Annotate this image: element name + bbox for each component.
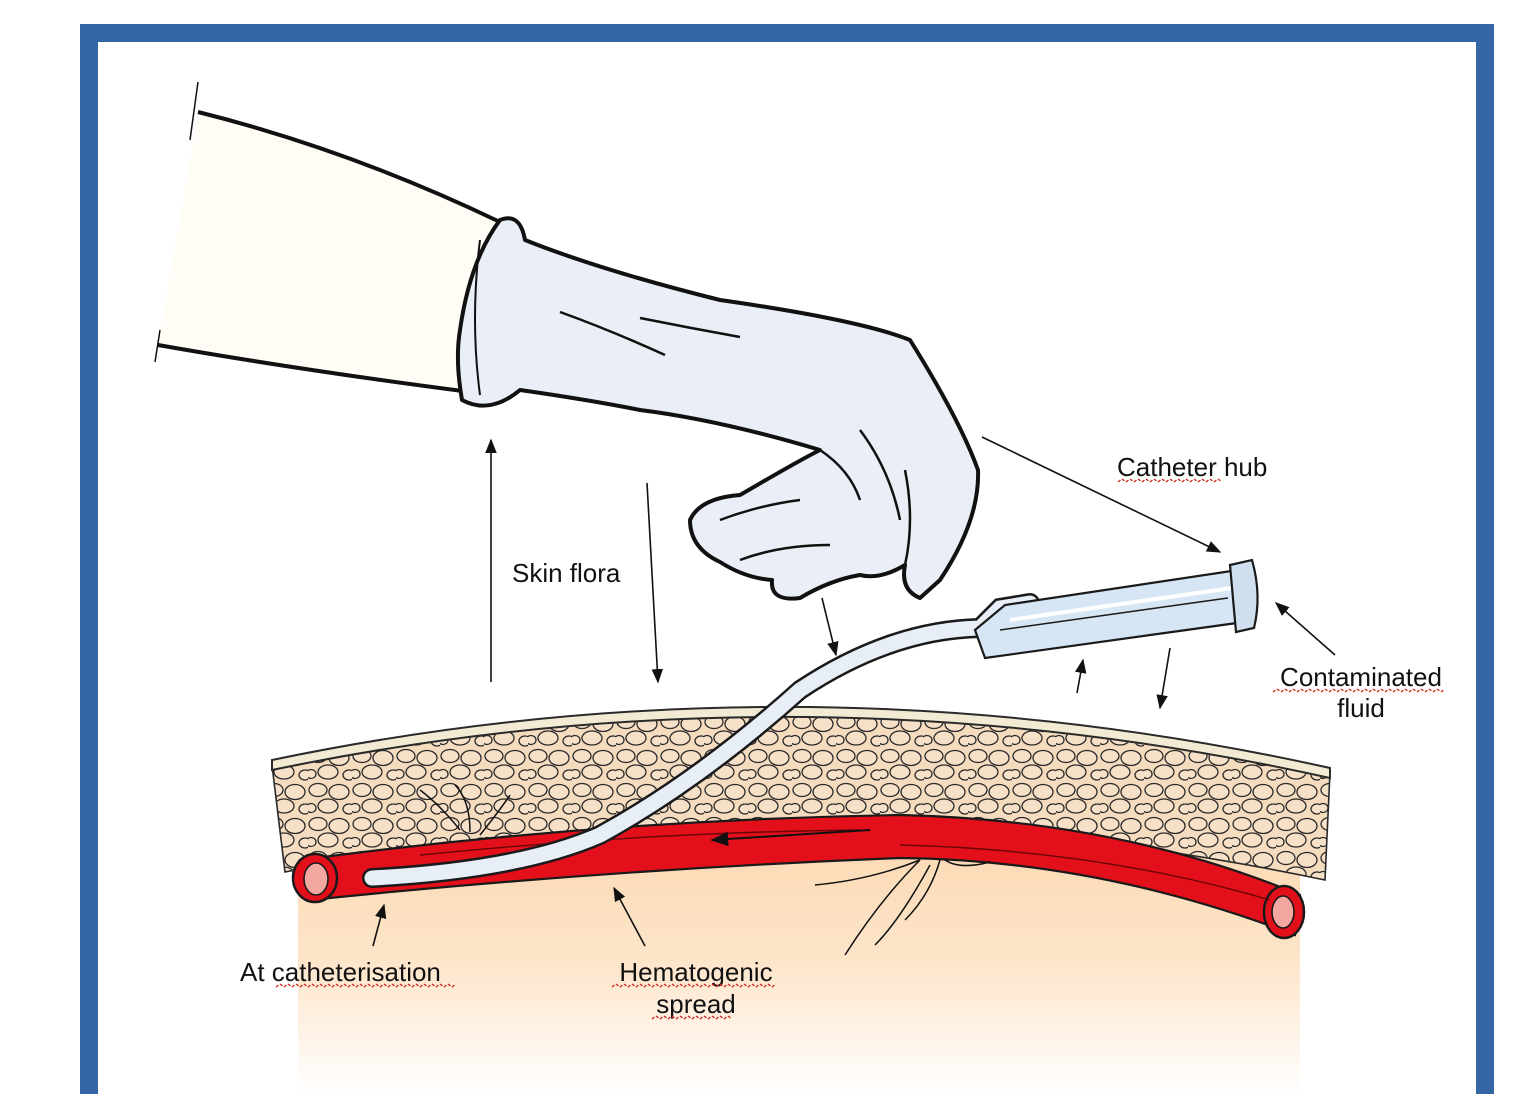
- skin-flora-label: Skin flora: [512, 558, 621, 588]
- at-catheterisation-label: At catheterisation: [240, 957, 441, 987]
- contaminated-fluid-arrow: [1276, 603, 1335, 655]
- hematogenic-label-line1: Hematogenic: [619, 957, 772, 987]
- fluid-up-arrow: [1077, 660, 1083, 693]
- contaminated-fluid-label-line2: fluid: [1337, 693, 1385, 723]
- catheter-hub-label: Catheter hub: [1117, 452, 1267, 482]
- gloved-hand: [458, 218, 978, 598]
- catheter-hub-cap: [1230, 560, 1258, 632]
- sleeve: [158, 112, 500, 392]
- hematogenic-label-line2: spread: [656, 989, 736, 1019]
- fluid-down-arrow: [1160, 648, 1170, 708]
- hand-to-catheter-arrow: [822, 598, 836, 655]
- skin-flora-down-arrow: [647, 483, 658, 682]
- contaminated-fluid-label-line1: Contaminated: [1280, 662, 1442, 692]
